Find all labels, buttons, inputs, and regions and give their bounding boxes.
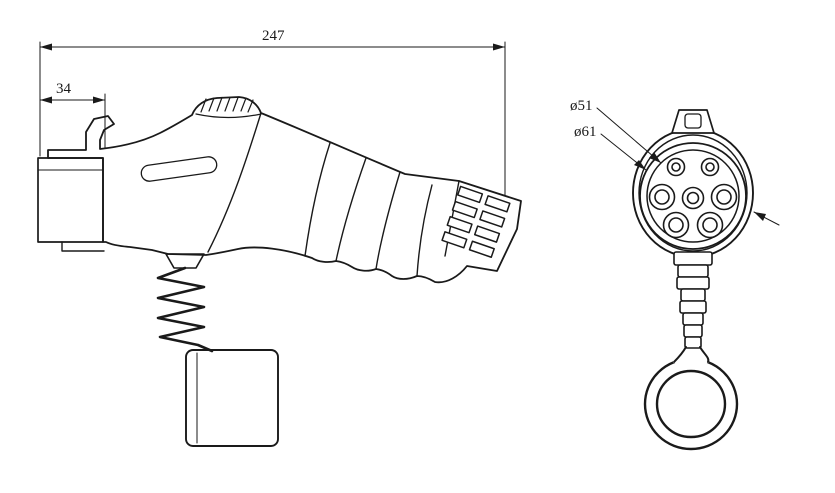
rear-cap-ribs (441, 185, 511, 258)
leader-arrowhead-icon (649, 152, 661, 163)
pin-mid-left (648, 183, 676, 211)
cable-ring (643, 346, 739, 451)
edge-pointer-arrow (753, 211, 780, 226)
latch-button (684, 113, 702, 129)
side-view: 247 34 (37, 28, 522, 447)
nose-bottom-step (61, 241, 105, 252)
strain-relief (673, 251, 713, 349)
ring-neck-left (673, 346, 687, 363)
face-circle-61 (639, 142, 747, 250)
pin-array (648, 157, 738, 239)
dim-front-depth-label: 34 (56, 81, 72, 97)
dim-diameter-51-label: ø51 (570, 98, 593, 114)
dimension-front-depth: 34 (39, 81, 106, 149)
pin-mid-right (710, 183, 738, 211)
pin-top-right (700, 157, 720, 177)
pin-center (681, 186, 705, 210)
leader-diameter-61: ø61 (574, 124, 647, 171)
latch-tab (671, 109, 715, 134)
button-base-line (195, 113, 262, 119)
pin-bottom-left (662, 211, 690, 239)
dim-diameter-61-label: ø61 (574, 124, 597, 140)
connector-nose (37, 157, 104, 243)
button-knurling (200, 96, 254, 113)
control-box (185, 349, 279, 447)
ring-neck-right (699, 346, 710, 363)
cable-boot (165, 253, 205, 269)
arrowhead-right-icon (493, 43, 505, 51)
pin-top-left (666, 157, 686, 177)
body-slot (140, 156, 218, 182)
dimension-total-length: 247 (39, 28, 506, 197)
face-circle-51 (646, 149, 740, 243)
front-connector-block (37, 157, 105, 252)
gun-body-outline (47, 96, 522, 284)
pin-bottom-right (696, 211, 724, 239)
grip-ridges (304, 142, 433, 277)
arrowhead-right-icon (93, 96, 105, 104)
leader-arrowhead-icon (634, 160, 646, 170)
front-view: ø51 ø61 (570, 98, 780, 451)
arrowhead-left-icon (40, 43, 52, 51)
arrowhead-left-icon (40, 96, 52, 104)
coiled-cable (156, 266, 214, 353)
dim-total-length-label: 247 (262, 28, 285, 44)
leader-diameter-51: ø51 (570, 98, 662, 164)
thumb-button (195, 96, 262, 119)
pointer-arrowhead-icon (754, 212, 766, 221)
grip-separator-line (207, 112, 262, 253)
housing-inner-outline (638, 134, 748, 252)
